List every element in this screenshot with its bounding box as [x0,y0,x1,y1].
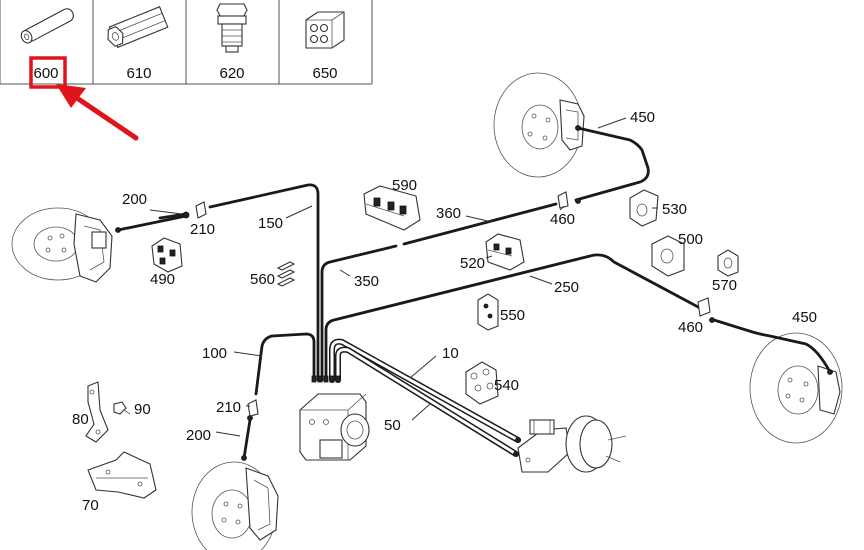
part-540-holder [465,361,499,405]
hex-union-nut-icon [107,6,169,49]
callout-100: 100 [202,345,227,362]
table-label-600: 600 [33,65,58,82]
part-490-holder [151,237,183,273]
callout-540: 540 [494,377,519,394]
callout-500: 500 [678,231,703,248]
part-70-bracket [87,451,157,499]
callout-labels: 450 200 210 150 590 360 460 530 490 500 … [72,109,817,514]
callout-210-lower: 210 [216,399,241,416]
callout-360: 360 [436,205,461,222]
parts-table: 600 610 [0,0,373,85]
line-fittings [115,125,833,461]
abs-hydraulic-unit [299,393,370,461]
callout-550: 550 [500,307,525,324]
table-cell-620[interactable]: 620 [216,3,248,82]
highlight-annotation [29,56,139,141]
callout-50: 50 [384,417,401,434]
table-label-620: 620 [219,65,244,82]
part-500-grommet [651,235,685,277]
disc-brake-rear-right [493,72,585,178]
callout-70: 70 [82,497,99,514]
callout-460-upper: 460 [550,211,575,228]
callout-560: 560 [250,271,275,288]
part-520-holder [485,233,525,271]
callout-490: 490 [150,271,175,288]
callout-250: 250 [554,279,579,296]
table-cell-600[interactable]: 600 [19,7,75,82]
arrow-head [56,84,86,108]
disc-brake-front-right [191,461,279,550]
table-cell-650[interactable]: 650 [305,11,345,82]
callout-10: 10 [442,345,459,362]
callout-450-top: 450 [630,109,655,126]
callout-80: 80 [72,411,89,428]
table-label-610: 610 [126,65,151,82]
part-570-grommet [717,249,739,277]
arrow-shaft [71,93,139,141]
callout-530: 530 [662,201,687,218]
bleed-valve-icon [216,3,248,53]
leader-lines [149,117,658,437]
line-clips [195,191,711,417]
callout-200-upper: 200 [122,191,147,208]
table-cell-610[interactable]: 610 [104,6,169,82]
disc-brake-front-left [11,207,113,283]
callout-150: 150 [258,215,283,232]
disc-brake-rear-left [749,332,843,444]
part-530-grommet [629,189,659,227]
part-80-bracket [85,381,109,443]
callout-90: 90 [134,401,151,418]
callout-210-upper: 210 [190,221,215,238]
part-550-holder [477,293,499,331]
callout-450-right: 450 [792,309,817,326]
highlight-box [29,56,67,89]
tube-sleeve-icon [20,8,74,44]
callout-200-lower: 200 [186,427,211,444]
callout-520: 520 [460,255,485,272]
callout-460-lower: 460 [678,319,703,336]
grommet-block-icon [305,11,345,49]
master-cylinder-booster [517,415,627,473]
brake-lines [116,126,832,460]
part-590-holder [363,185,421,231]
callout-590: 590 [392,177,417,194]
callout-350: 350 [354,273,379,290]
table-label-650: 650 [312,65,337,82]
part-90-bolt [113,401,131,415]
callout-570: 570 [712,277,737,294]
part-560-clip [276,261,296,287]
